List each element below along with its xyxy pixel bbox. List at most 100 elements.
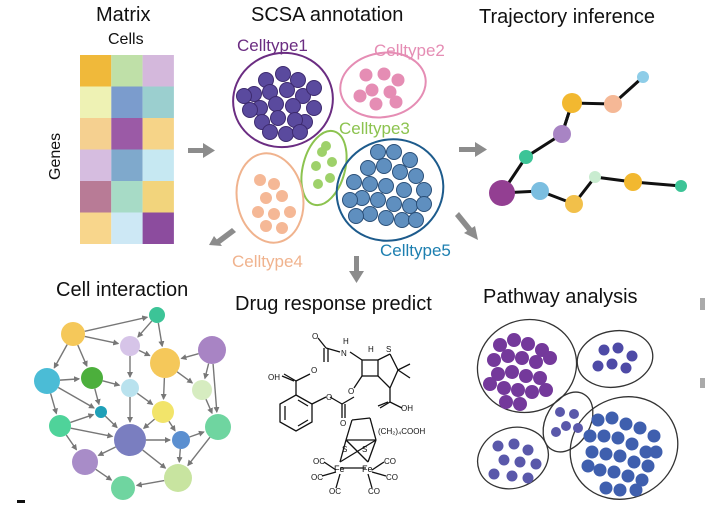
matrix-cell xyxy=(111,149,143,181)
interaction-node xyxy=(150,348,180,378)
pathway-dot xyxy=(513,397,527,411)
interaction-edge xyxy=(138,349,151,357)
cell-dot xyxy=(408,212,424,228)
flow-arrows xyxy=(188,142,487,283)
svg-text:O: O xyxy=(348,387,354,396)
cell-dot xyxy=(391,73,405,87)
svg-text:CO: CO xyxy=(386,473,398,482)
cell-dot xyxy=(279,82,295,98)
pathway-dot xyxy=(539,383,553,397)
svg-text:CO: CO xyxy=(368,487,380,496)
cell-dot xyxy=(252,206,264,218)
cell-dot xyxy=(325,173,335,183)
edge-mark xyxy=(700,298,705,310)
pathway-dot xyxy=(633,421,647,435)
gene-cell-matrix xyxy=(80,55,174,244)
pathway-dot xyxy=(626,350,638,362)
interaction-edge xyxy=(136,392,154,405)
celltype5-cluster xyxy=(335,138,445,242)
cell-dot xyxy=(402,152,418,168)
svg-text:OH: OH xyxy=(268,373,280,382)
pathway-dot xyxy=(515,351,529,365)
interaction-edge xyxy=(205,398,213,415)
cell-dot xyxy=(292,124,308,140)
pathway-dot xyxy=(599,447,613,461)
interaction-edge xyxy=(180,353,199,361)
pathway-dot xyxy=(635,473,649,487)
pathway-dot xyxy=(649,445,663,459)
trajectory-node xyxy=(675,180,687,192)
cell-dot xyxy=(313,179,323,189)
interaction-edge xyxy=(212,363,220,414)
interaction-edge xyxy=(49,393,58,415)
interaction-edge xyxy=(102,380,121,387)
celltype3-label: Celltype3 xyxy=(339,119,410,138)
trajectory-node xyxy=(589,171,601,183)
pathway-dot xyxy=(619,417,633,431)
celltype3-cluster xyxy=(300,129,348,207)
trajectory-node xyxy=(604,95,622,113)
cell-dot xyxy=(362,176,378,192)
svg-text:OC: OC xyxy=(313,457,325,466)
cell-dot xyxy=(386,196,402,212)
interaction-node xyxy=(72,449,98,475)
svg-text:N: N xyxy=(341,349,347,358)
pathway-dot xyxy=(641,459,655,473)
matrix-cell xyxy=(111,118,143,150)
celltype4-label: Celltype4 xyxy=(232,252,303,271)
cell-dot xyxy=(359,68,373,82)
pathway-dot xyxy=(613,483,627,497)
interaction-node xyxy=(61,322,85,346)
svg-text:OC: OC xyxy=(311,473,323,482)
pathway-dot xyxy=(506,470,518,482)
trajectory-node xyxy=(624,173,642,191)
cell-dot xyxy=(370,144,386,160)
pathway-dot xyxy=(597,429,611,443)
interaction-edge xyxy=(157,322,165,348)
pathway-dot xyxy=(530,458,542,470)
cell-dot xyxy=(275,66,291,82)
interaction-node xyxy=(114,424,146,456)
interaction-node xyxy=(164,464,192,492)
pathway-dot xyxy=(613,449,627,463)
pathway-dot xyxy=(593,463,607,477)
matrix-cell xyxy=(80,118,112,150)
interaction-edge xyxy=(142,449,167,469)
pathway-cluster xyxy=(569,396,679,500)
cell-dot xyxy=(408,168,424,184)
pathway-dot xyxy=(583,429,597,443)
pathway-dot xyxy=(507,333,521,347)
cell-dot xyxy=(378,210,394,226)
interaction-edge xyxy=(187,436,211,467)
trajectory-node xyxy=(553,125,571,143)
pathway-dot xyxy=(521,337,535,351)
matrix-cell xyxy=(142,55,174,87)
cell-dot xyxy=(370,192,386,208)
interaction-node xyxy=(49,415,71,437)
pathway-dot xyxy=(629,483,643,497)
cell-dot xyxy=(290,72,306,88)
interaction-edge xyxy=(176,448,183,464)
svg-text:H: H xyxy=(368,345,374,354)
pathway-dot xyxy=(492,440,504,452)
matrix-cell xyxy=(80,212,112,244)
svg-text:H: H xyxy=(343,337,349,346)
cell-dot xyxy=(236,88,252,104)
cell-dot xyxy=(260,220,272,232)
pathway-dot xyxy=(522,444,534,456)
trajectory-inference-title: Trajectory inference xyxy=(479,6,655,28)
pathway-dot xyxy=(625,437,639,451)
cell-dot xyxy=(383,85,397,99)
edge-mark xyxy=(700,378,705,388)
pathway-dot xyxy=(491,367,505,381)
pathway-dot xyxy=(647,429,661,443)
arrow-scsa-to-trajectory-icon xyxy=(459,142,487,157)
cell-dot xyxy=(268,96,284,112)
pathway-dot xyxy=(607,465,621,479)
interaction-edge xyxy=(189,430,205,438)
matrix-cell xyxy=(80,55,112,87)
cell-dot xyxy=(260,192,272,204)
cell-dot xyxy=(386,144,402,160)
pathway-dot xyxy=(497,381,511,395)
interaction-node xyxy=(81,367,103,389)
